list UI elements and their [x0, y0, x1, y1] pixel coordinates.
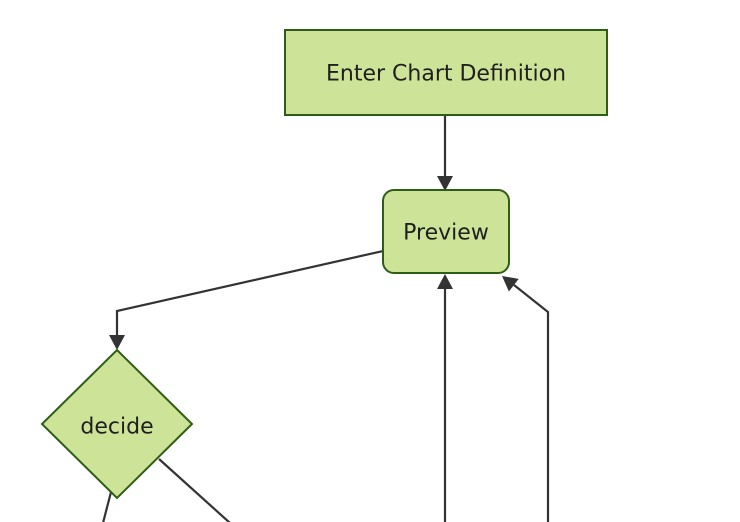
decide-shape [40, 348, 194, 500]
preview-shape [382, 189, 510, 274]
arrowhead-bottom-to-preview [437, 274, 453, 289]
enter-chart-definition-shape [284, 29, 608, 116]
edge-bottom-right-to-preview [513, 284, 550, 522]
edge-decide-to-offscreen-left [102, 491, 113, 522]
arrowhead-bottom-right-to-preview [502, 276, 519, 292]
edges-layer [102, 115, 550, 522]
edge-decide-to-offscreen-right [158, 458, 231, 522]
arrowhead-enter-to-preview [437, 176, 453, 191]
enter-chart-definition-label: Enter Chart Definition [326, 62, 566, 87]
preview-label: Preview [403, 221, 489, 246]
node-preview: Preview [382, 189, 510, 274]
node-enter-chart-definition: Enter Chart Definition [284, 29, 608, 116]
node-decide: decide [40, 348, 194, 500]
edge-preview-to-decide [115, 249, 384, 337]
decide-label: decide [80, 415, 153, 440]
arrowhead-preview-to-decide [109, 335, 125, 350]
